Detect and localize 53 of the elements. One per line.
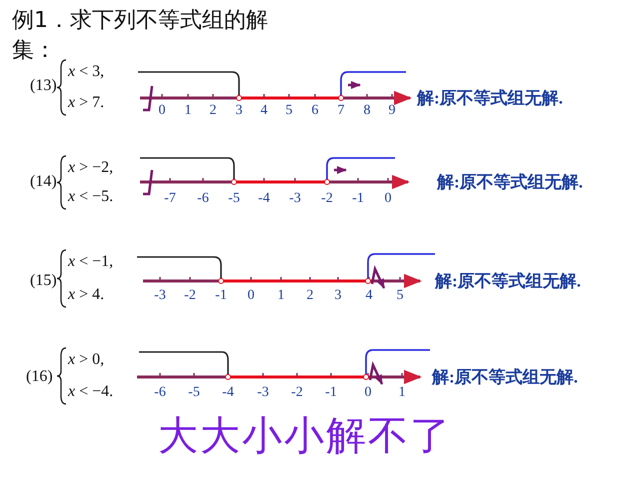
answer-text: 解:原不等式组无解. xyxy=(417,90,563,106)
tick-label: -4 xyxy=(258,192,270,206)
tick-label: -5 xyxy=(228,192,240,206)
tick-label: -3 xyxy=(154,289,166,303)
inequality: x > 0, xyxy=(68,352,104,368)
inequality: x > −2, xyxy=(68,160,114,176)
tick-label: 1 xyxy=(184,104,192,118)
tick-label: 2 xyxy=(306,289,314,303)
tick-label: -1 xyxy=(325,386,337,400)
inequality: x < −1, xyxy=(68,254,114,270)
tick-label: -5 xyxy=(188,386,200,400)
tick-label: 8 xyxy=(364,104,370,118)
tick-label: -1 xyxy=(352,192,364,206)
tick-label: 7 xyxy=(338,104,344,118)
tick-label: 6 xyxy=(312,104,318,118)
tick-label: 5 xyxy=(396,289,404,303)
slogan-text: 大大小小解不了 xyxy=(158,416,452,456)
tick-label: -6 xyxy=(154,386,166,400)
inequality: x > 4. xyxy=(68,287,104,303)
tick-label: 3 xyxy=(236,104,242,118)
problem-number: (16) xyxy=(26,369,53,385)
answer-text: 解:原不等式组无解. xyxy=(437,174,583,190)
tick-label: 0 xyxy=(364,386,372,400)
inequality: x < 3, xyxy=(68,64,104,80)
tick-label: -3 xyxy=(289,192,301,206)
tick-label: 0 xyxy=(384,192,392,206)
tick-label: 4 xyxy=(260,104,268,118)
tick-label: 0 xyxy=(158,104,166,118)
tick-label: -2 xyxy=(321,192,333,206)
tick-label: 1 xyxy=(398,386,406,400)
tick-label: 2 xyxy=(210,104,216,118)
problem-number: (13) xyxy=(30,78,57,94)
tick-label: -2 xyxy=(184,289,196,303)
inequality: x < −4. xyxy=(68,384,114,400)
title-text: 例1．求下列不等式组的解集： xyxy=(12,7,269,65)
tick-label: 9 xyxy=(388,104,396,118)
tick-label: -2 xyxy=(291,386,303,400)
problem-number: (15) xyxy=(30,273,57,289)
tick-label: -4 xyxy=(222,386,234,400)
answer-text: 解:原不等式组无解. xyxy=(435,272,581,290)
tick-label: -1 xyxy=(215,289,227,303)
inequality: x > 7. xyxy=(68,95,104,111)
tick-label: 4 xyxy=(366,289,372,303)
tick-label: -7 xyxy=(164,192,176,206)
tick-label: 5 xyxy=(286,104,292,118)
answer-text: 解:原不等式组无解. xyxy=(432,368,578,386)
tick-label: -6 xyxy=(197,192,209,206)
tick-label: 1 xyxy=(278,289,284,303)
problem-number: (14) xyxy=(30,174,57,190)
tick-label: 0 xyxy=(248,289,254,303)
tick-label: 3 xyxy=(334,289,342,303)
tick-label: -3 xyxy=(257,386,269,400)
inequality: x < −5. xyxy=(68,189,114,205)
